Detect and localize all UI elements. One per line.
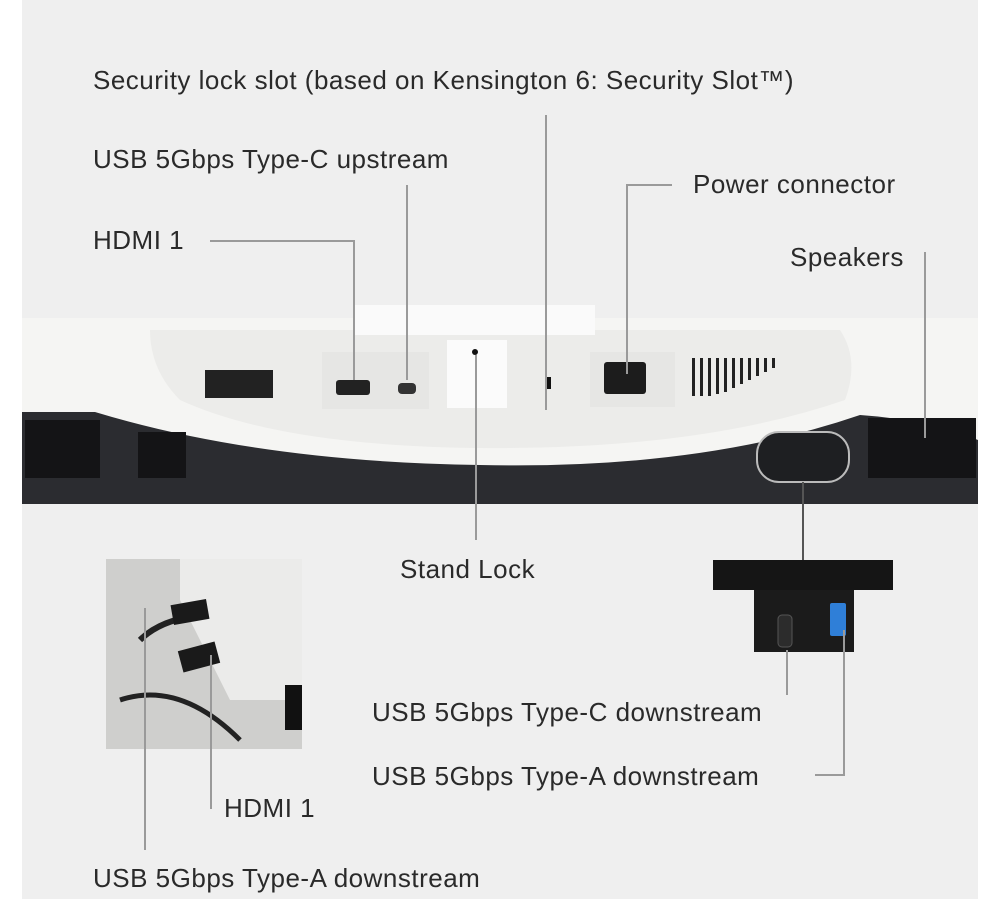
vent: [692, 358, 775, 396]
leader-power-v: [626, 184, 628, 374]
leader-speakers: [924, 252, 926, 438]
usb-hub-detail: [713, 560, 893, 590]
label-usba-downstream-inset: USB 5Gbps Type-A downstream: [93, 863, 481, 893]
usbc-upstream-port: [398, 383, 416, 394]
label-stand-lock: Stand Lock: [400, 554, 536, 584]
label-security-slot: Security lock slot (based on Kensington …: [93, 65, 794, 95]
leader-hdmi-inset: [210, 655, 212, 809]
leader-usbc-down: [786, 650, 788, 695]
leader-stand-lock: [475, 355, 477, 540]
leader-power-h: [626, 184, 672, 186]
leader-hub: [802, 482, 804, 560]
security-slot: [545, 377, 551, 389]
label-hdmi-1: HDMI 1: [93, 225, 185, 255]
speaker-grille: [25, 418, 976, 478]
usb-a-port: [830, 603, 846, 636]
leader-security: [545, 115, 547, 410]
label-usba-downstream-right: USB 5Gbps Type-A downstream: [372, 761, 760, 791]
leader-usba-inset: [144, 608, 146, 850]
label-power: Power connector: [693, 169, 896, 199]
usb-hub-highlight: [756, 431, 850, 483]
leader-usba-down-h: [815, 774, 845, 776]
label-speakers: Speakers: [790, 242, 904, 272]
leader-usbc-upstream: [406, 185, 408, 380]
label-usbc-upstream: USB 5Gbps Type-C upstream: [93, 144, 449, 174]
label-usbc-downstream: USB 5Gbps Type-C downstream: [372, 697, 763, 727]
leader-hdmi-h: [210, 240, 355, 242]
leader-usba-down-v: [843, 630, 845, 776]
leader-hdmi-v: [353, 240, 355, 380]
power-port: [604, 362, 646, 394]
hdmi-port: [336, 380, 370, 395]
label-hdmi-inset: HDMI 1: [224, 793, 316, 823]
